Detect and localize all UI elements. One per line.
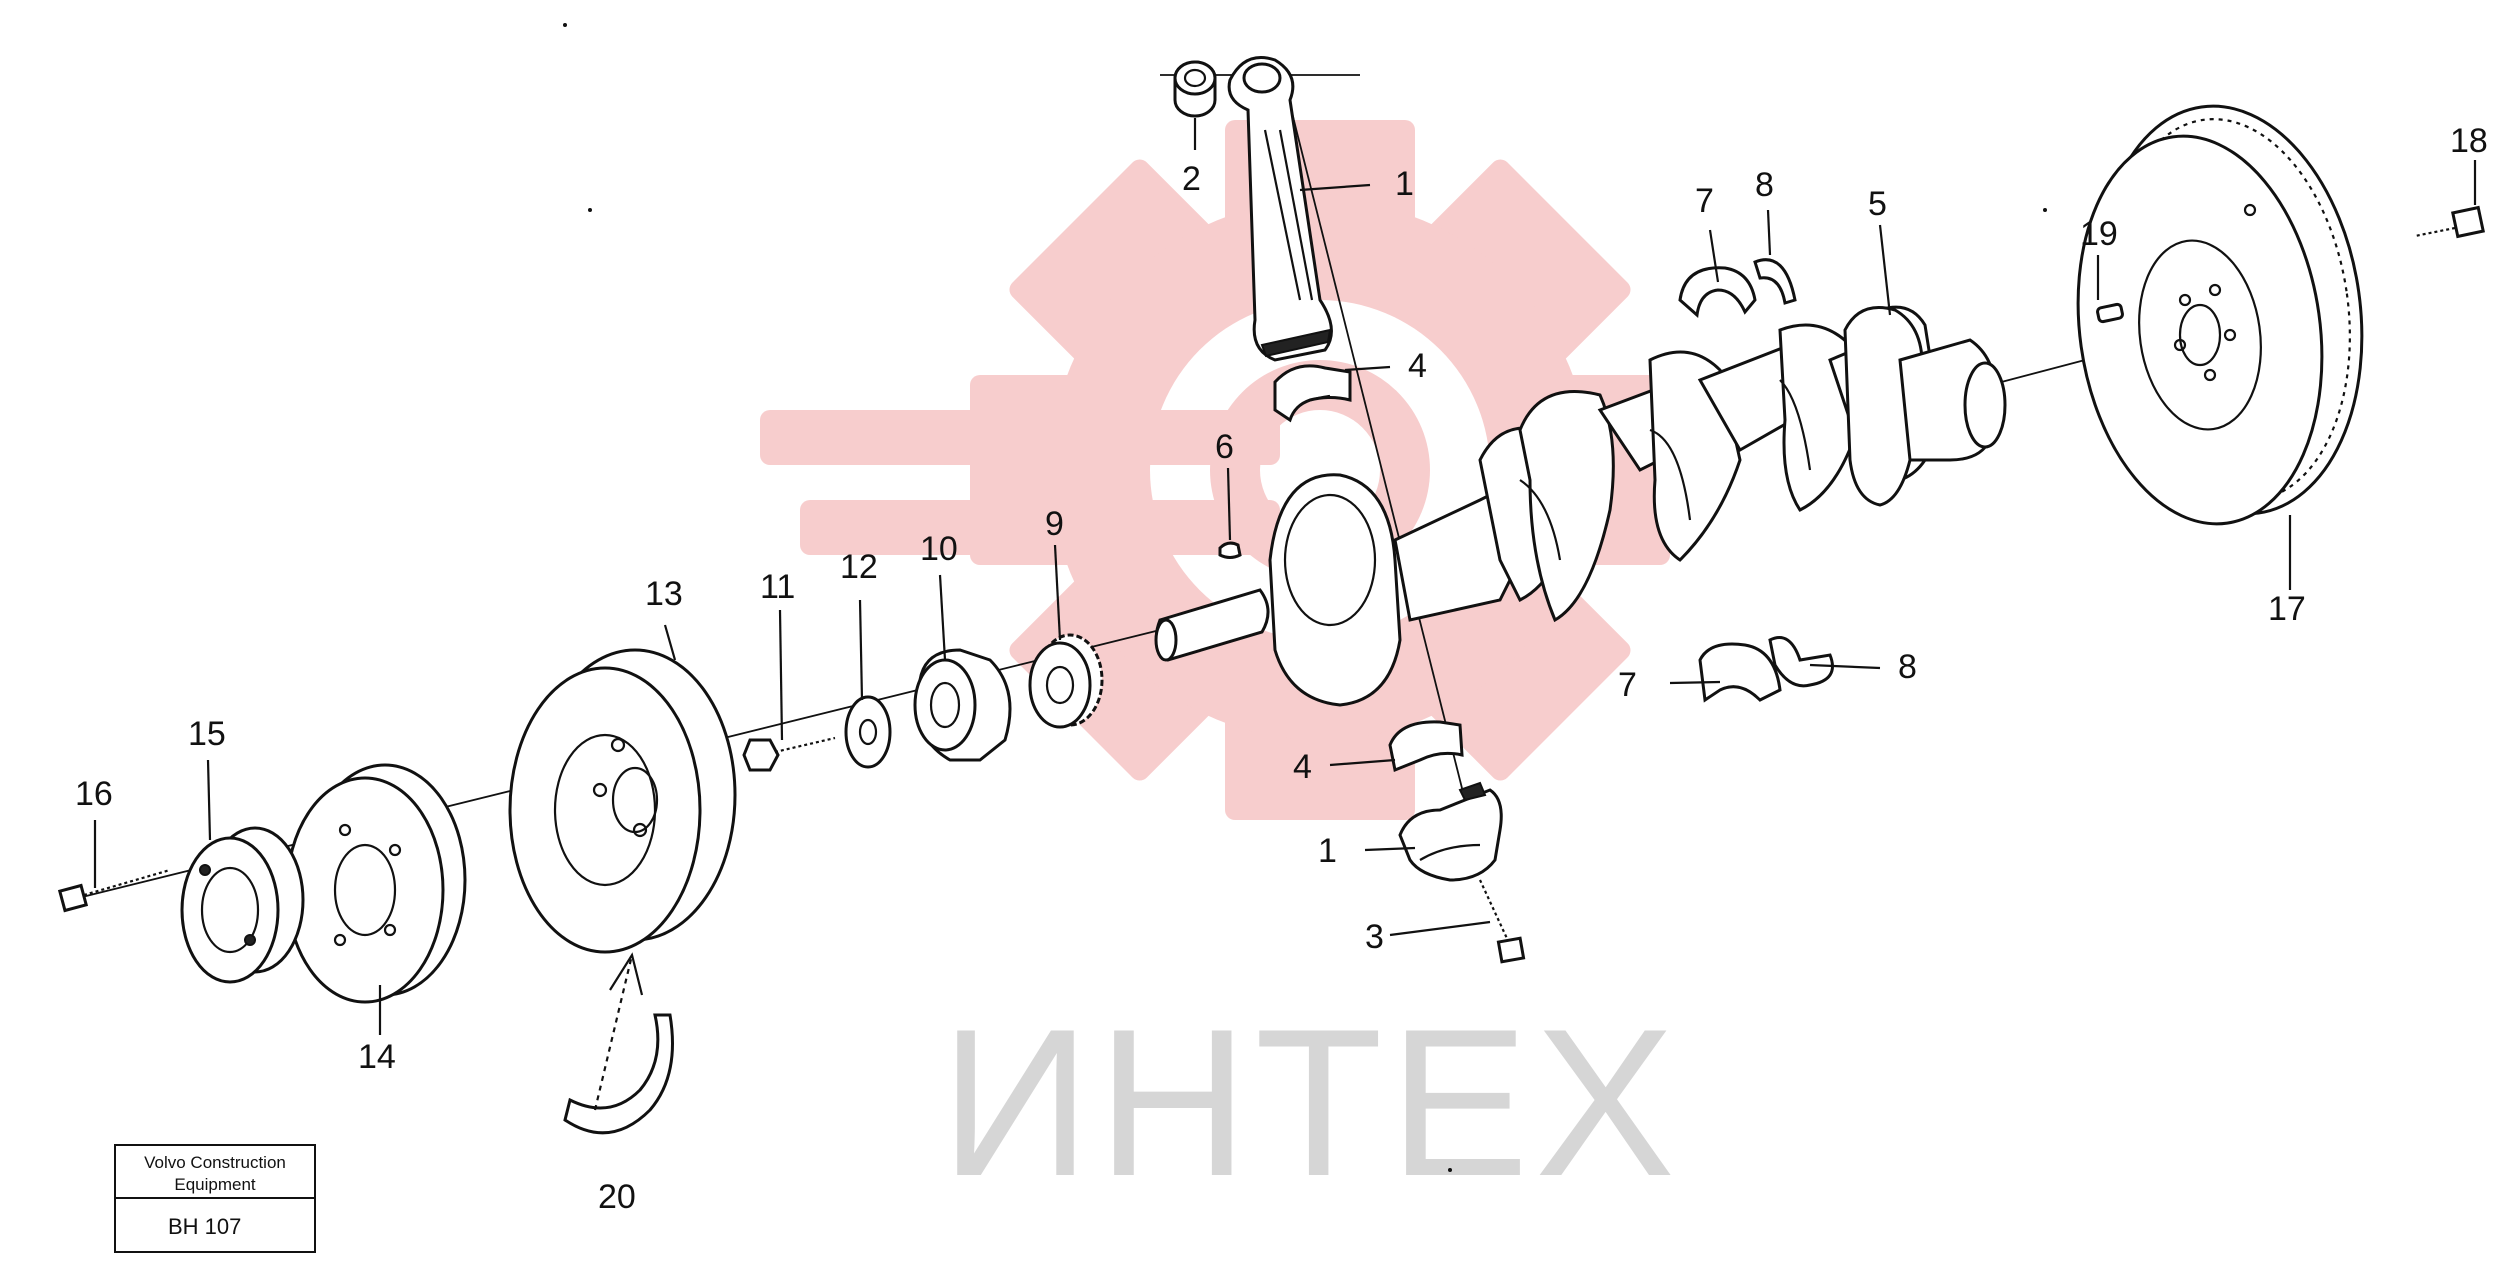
callout-12: 12 (840, 548, 878, 586)
part-pulley-13 (508, 648, 737, 954)
callout-3: 3 (1365, 918, 1384, 956)
part-hub-10 (913, 648, 1012, 762)
part-bolt-18 (2414, 205, 2485, 239)
part-thrust-washer-8-top (1753, 258, 1797, 305)
callout-4-bottom: 4 (1293, 748, 1312, 786)
callout-8-top: 8 (1755, 166, 1774, 204)
callout-9: 9 (1045, 505, 1064, 543)
callout-5: 5 (1868, 185, 1887, 223)
callout-4-top: 4 (1408, 347, 1427, 385)
callout-leader-lines (93, 118, 2477, 1035)
callout-2: 2 (1182, 160, 1201, 198)
scan-dots (563, 23, 2047, 1172)
part-key-6 (1218, 541, 1242, 559)
callout-11: 11 (760, 568, 795, 606)
callout-8-bottom: 8 (1898, 648, 1917, 686)
part-crankshaft-5 (1154, 305, 2007, 707)
callout-16: 16 (75, 775, 113, 813)
part-thrust-washer-8-bottom (1768, 636, 1834, 688)
part-main-bearing-7-top (1678, 266, 1757, 318)
callout-6: 6 (1215, 428, 1234, 466)
callout-7-top: 7 (1695, 182, 1714, 220)
callout-1-rod: 1 (1395, 165, 1414, 203)
callout-1-cap: 1 (1318, 832, 1337, 870)
part-dowel-pin-19 (2096, 302, 2124, 324)
part-bolt-11 (742, 736, 836, 772)
callout-10: 10 (920, 530, 958, 568)
part-pulley-14 (285, 763, 467, 1004)
part-gear-9 (1028, 633, 1104, 729)
part-bolt-3 (1479, 879, 1526, 964)
title-block-code: BH 107 (168, 1214, 241, 1239)
part-bolt-16 (57, 868, 171, 913)
part-rod-cap-1 (1398, 781, 1503, 882)
part-damper-pulley-15 (180, 826, 305, 984)
part-washer-12 (844, 695, 892, 769)
callout-7-bottom: 7 (1618, 666, 1637, 704)
part-flywheel-17 (2076, 104, 2364, 526)
watermark-text: ИНТЕХ (940, 985, 1681, 1220)
callout-20: 20 (598, 1178, 636, 1216)
part-connecting-rod-1 (1227, 56, 1333, 362)
part-bushing-2 (1173, 60, 1217, 118)
callout-17: 17 (2268, 590, 2306, 628)
callout-18: 18 (2450, 122, 2488, 160)
part-bearing-shell-4-bottom (1388, 720, 1464, 773)
title-block-line2: Equipment (174, 1175, 256, 1194)
callout-13: 13 (645, 575, 683, 613)
title-block-line1: Volvo Construction (144, 1153, 286, 1172)
part-main-bearing-7-bottom (1698, 642, 1782, 703)
callout-19: 19 (2080, 215, 2118, 253)
callout-14: 14 (358, 1038, 396, 1076)
part-bearing-shell-4-top (1273, 364, 1352, 423)
part-seal-20 (563, 952, 674, 1135)
callout-labels: 1 2 4 6 7 8 5 19 18 17 9 10 12 11 13 15 … (75, 122, 2488, 1216)
callout-15: 15 (188, 715, 226, 753)
title-block: Volvo Construction Equipment BH 107 (114, 1144, 316, 1253)
